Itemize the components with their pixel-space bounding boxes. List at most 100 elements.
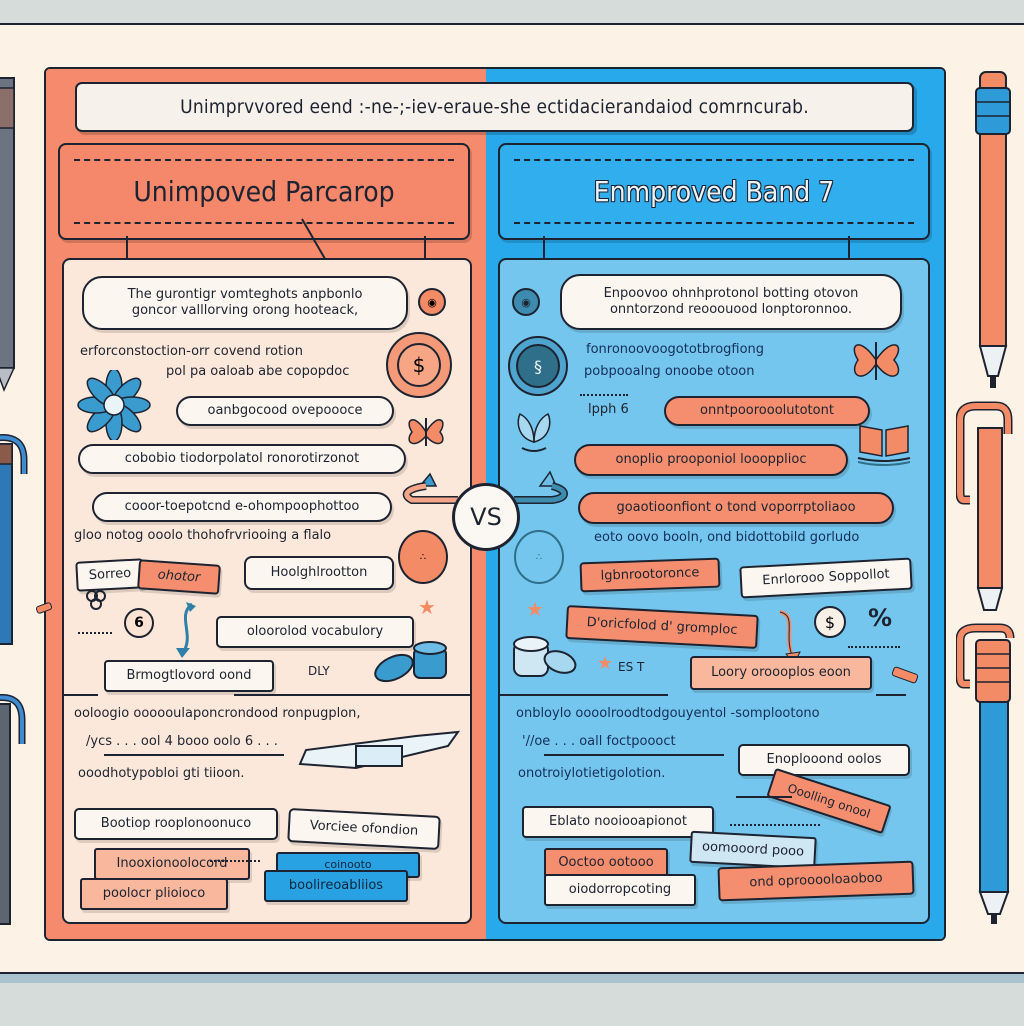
bottom-band [0, 972, 1024, 1026]
pill-label: cobobio tiodorpolatol ronorotirzonot [124, 450, 360, 466]
badge-number: 6 [134, 615, 144, 631]
tag-label: Ooolling onool [786, 780, 873, 821]
curved-arrow-icon [402, 472, 458, 504]
percent-icon: % [868, 604, 893, 632]
dotted-line [210, 860, 260, 862]
clover-icon [86, 590, 106, 610]
unimproved-tag-a: Sorreo [75, 558, 145, 592]
clip-pen-icon [956, 623, 1015, 924]
band-label: Brmogtlovord oond [126, 667, 252, 683]
header-rule [74, 222, 454, 224]
underline [544, 754, 724, 756]
pill-label: onntpoorooolutotont [700, 402, 834, 418]
improved-intro-box: Enpoovoo ohnhprotonol botting otovon onn… [560, 274, 902, 330]
ruler-notebook-icon [298, 730, 461, 770]
mechanical-pencil-icon [975, 71, 1011, 388]
improved-line-text: eoto oovo booln, ond bidottobild gorludo [594, 530, 860, 545]
unimproved-speech-bubble: Hoolghlrootton [244, 556, 394, 590]
improved-pill-1: onntpoorooolutotont [664, 396, 870, 426]
loory-label: Loory oroooplos eoon [711, 664, 851, 680]
tag-label: coinooto [324, 858, 372, 872]
unimproved-tag-4: poolocr plioioco [80, 878, 228, 910]
connector-arrow-icon [843, 236, 855, 266]
tag-label: Vorciee ofondion [309, 818, 419, 839]
divider [62, 694, 98, 696]
tag-label: Bootiop rooplonoonuco [100, 815, 252, 831]
vs-badge: VS [452, 483, 520, 551]
dotted-line [848, 646, 900, 648]
tag-label: Inooxionoolocord [116, 855, 228, 871]
underline [104, 754, 284, 756]
improved-header-title: Enmproved Band 7 [593, 175, 835, 208]
support-tag: Enrlorooo Soppollot [739, 557, 913, 599]
eye-coin-icon: ◉ [418, 288, 446, 316]
pill-label: onoplio prooponiol looopplioc [615, 451, 807, 467]
connector-arrow-icon [121, 236, 133, 266]
divider [876, 694, 906, 696]
unimproved-bottom-text: /ycs . . . ool 4 booo oolo 6 . . . [86, 734, 278, 749]
unimproved-tag-b: ohotor [137, 559, 221, 595]
improved-bottom-text: onbloylo oooolroodtodgouyentol -somploot… [516, 706, 820, 721]
unimproved-intro-text: pol pa oaloab abe copopdoc [166, 364, 350, 379]
improved-small-label: lpph 6 [588, 402, 629, 417]
tag-label: Sorreo [88, 565, 132, 583]
dollar-coin-icon: $ [386, 332, 452, 398]
tag-label: Eblato nooiooapionot [549, 813, 687, 829]
cookie-icon: ∴ [514, 530, 564, 584]
unimproved-pill-1: oanbgocood ovepoooce [176, 396, 394, 426]
improved-tag-6: oiodorropcoting [544, 874, 696, 906]
dollar-coin-icon: $ [814, 606, 846, 638]
pencil-icon [0, 77, 16, 392]
tag-label: D'oricfolod d' gromploc [586, 614, 738, 638]
speech-label: lgbnrootoronce [600, 565, 700, 584]
dotted-line [78, 632, 112, 634]
number-badge: 6 [124, 608, 154, 638]
unimproved-header: Unimpoved Parcarop [58, 143, 470, 240]
tag-label: Enrlorooo Soppollot [761, 566, 890, 589]
vocabulary-box: oloorolod vocabulory [216, 616, 414, 648]
eraser-icon [891, 665, 919, 685]
tag-label: ond oprooooloaoboo [749, 870, 883, 891]
improved-speech-bubble: lgbnrootoronce [579, 557, 721, 593]
unimproved-pill-2: cobobio tiodorpolatol ronorotirzonot [78, 444, 406, 474]
star-icon: ★ [418, 595, 436, 619]
unimproved-header-title: Unimpoved Parcarop [133, 175, 395, 208]
tag-label: Ooctoo ootooo [558, 854, 654, 870]
intro-line: onntorzond reooouood lonptoronnoo. [609, 302, 853, 317]
unimproved-tag-2: Vorciee ofondion [287, 808, 441, 850]
connector-arrow-icon [538, 236, 550, 266]
title-text: Unimprvvored eend :-ne-;-iev-eraue-she e… [180, 96, 809, 118]
unimproved-intro-box: The gurontigr vomteghots anpbonlo goncor… [82, 276, 408, 330]
tag-label: oiodorropcoting [568, 881, 672, 897]
connector-arrow-icon [419, 236, 431, 266]
curved-arrow-icon [514, 470, 568, 504]
pill-label: oanbgocood ovepoooce [207, 402, 363, 418]
loory-box: Loory oroooplos eoon [690, 656, 872, 690]
improved-header: Enmproved Band 7 [498, 143, 930, 240]
scribble-text: DLY [308, 664, 330, 678]
intro-line: The gurontigr vomteghots anpbonlo [127, 286, 363, 302]
unimproved-intro-text: erforconstoction-orr covend rotion [80, 344, 303, 359]
coin-stack-icon [513, 636, 577, 677]
swap-arrow-icon [176, 602, 196, 658]
pill-label: goaotioonfiont o tond voporrptoliaoo [616, 499, 856, 515]
header-rule [74, 159, 454, 161]
unimproved-pill-3: cooor-toepotcnd e-ohompoophottoo [92, 492, 392, 522]
improved-bottom-text: '//oe . . . oall foctpoooct [522, 734, 676, 749]
clip-pen-icon [956, 401, 1013, 611]
divider [234, 694, 470, 696]
eye-coin-icon: ◉ [512, 288, 540, 316]
dotted-line [730, 824, 820, 826]
header-rule [514, 222, 914, 224]
improved-intro-text: fonronoovoogototbrogfiong [586, 342, 765, 357]
pen-icon [0, 693, 26, 925]
pen-icon [0, 433, 28, 645]
tag-label: boolireoabliios [288, 877, 384, 893]
improved-tag-3: Eblato nooiooapionot [522, 806, 714, 838]
unimproved-tag-6: boolireoabliios [264, 870, 408, 902]
header-rule [514, 159, 914, 161]
coin-stack-icon [374, 641, 447, 683]
link-coin-icon: § [508, 336, 568, 396]
open-book-icon [857, 425, 911, 466]
improved-tag-1: Enoplooond oolos [738, 744, 910, 776]
